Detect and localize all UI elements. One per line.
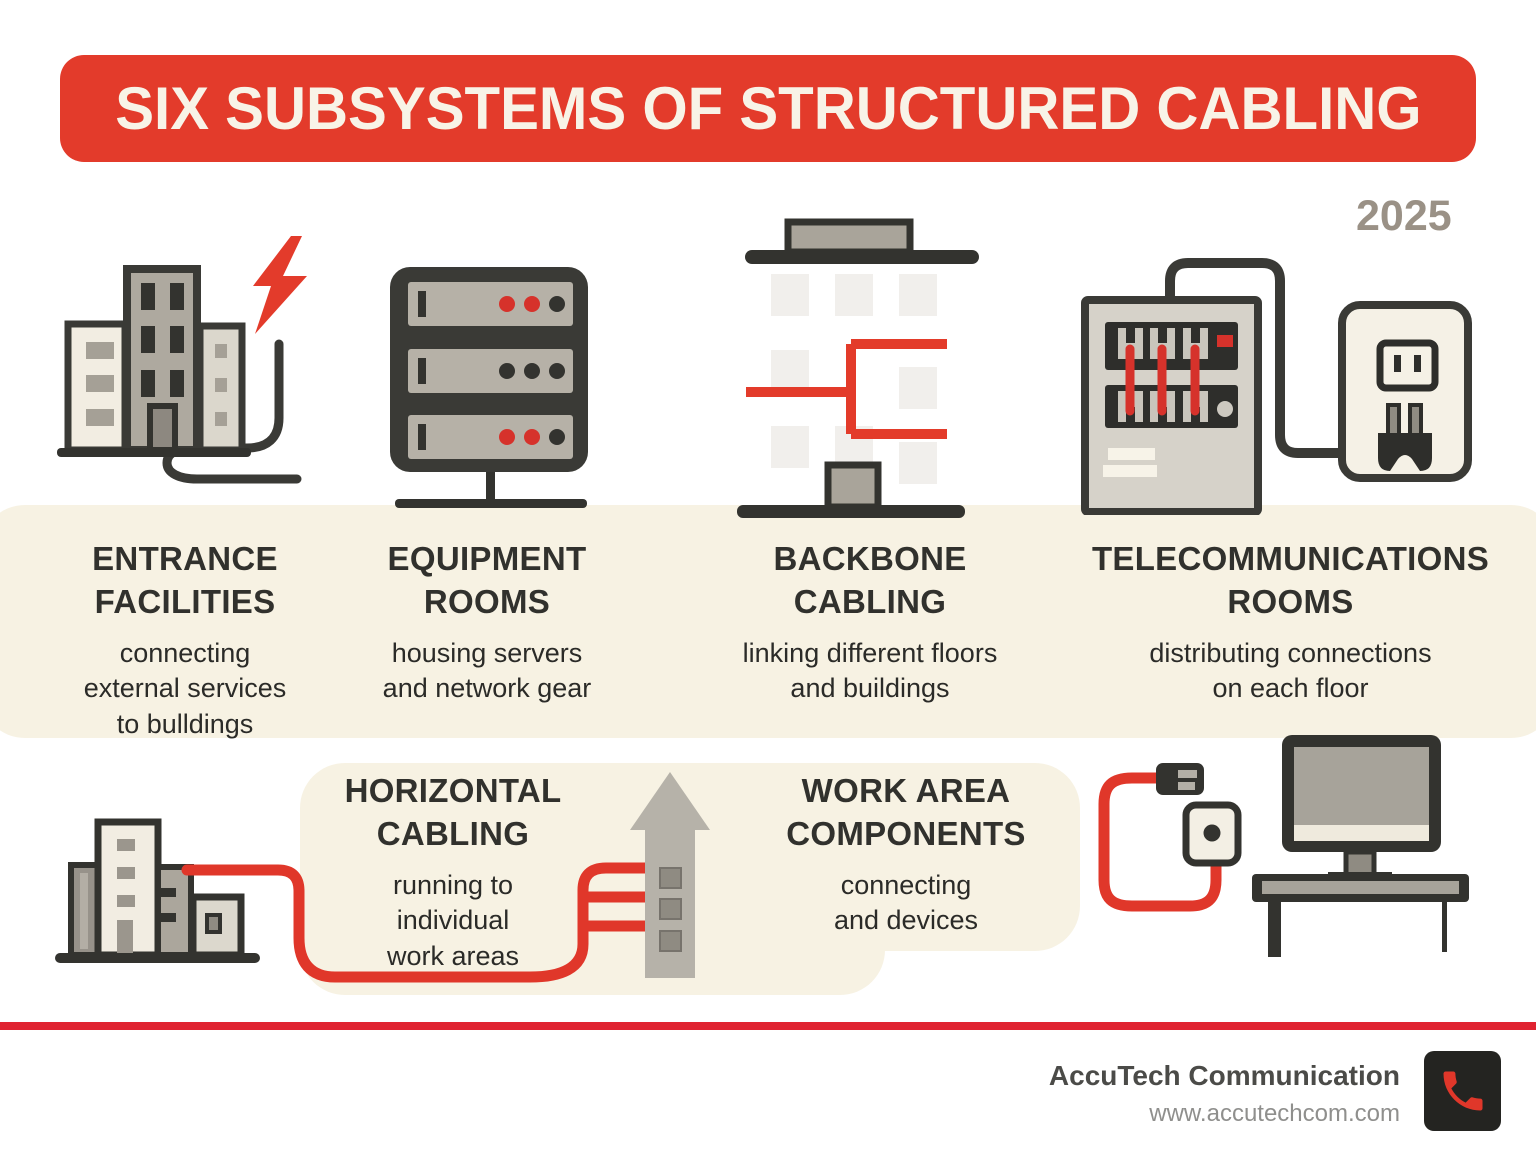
section-description: connecting external services to bullding… (83, 637, 287, 740)
cream-band-middle (0, 505, 1536, 738)
section-description: connecting and devices (833, 869, 979, 936)
section-horizontal-cabling: HORIZONTAL CABLING running to individual… (288, 770, 618, 975)
section-heading: WORK AREA COMPONENTS (786, 772, 1026, 852)
section-description: distributing connections on each floor (1149, 637, 1432, 704)
section-entrance-facilities: ENTRANCE FACILITIES connecting external … (20, 538, 350, 743)
section-description: linking different floors and buildings (742, 637, 998, 704)
horizontal-cabling-red-cable (181, 862, 651, 983)
title-banner: SIX SUBSYSTEMS OF STRUCTURED CABLING (60, 55, 1476, 162)
year-label: 2025 (1356, 192, 1452, 240)
arrow-building-icon (630, 772, 710, 978)
page-title: SIX SUBSYSTEMS OF STRUCTURED CABLING (114, 75, 1422, 142)
section-description: running to individual work areas (386, 869, 520, 972)
section-backbone-cabling: BACKBONE CABLING linking different floor… (690, 538, 1050, 707)
phone-icon (1424, 1051, 1501, 1131)
company-name: AccuTech Communication (1048, 1060, 1400, 1091)
section-telecommunications-rooms: TELECOMMUNICATIONS ROOMS distributing co… (1058, 538, 1523, 707)
building-with-lightning-icon (57, 236, 307, 484)
section-heading: TELECOMMUNICATIONS ROOMS (1091, 540, 1490, 620)
section-heading: BACKBONE CABLING (773, 540, 967, 620)
footer-divider-line (0, 1022, 1536, 1030)
cream-blob-work-area (735, 763, 1080, 951)
section-heading: EQUIPMENT ROOMS (387, 540, 587, 620)
section-heading: HORIZONTAL CABLING (344, 772, 562, 852)
lightning-bolt-icon (253, 236, 307, 334)
server-rack-icon (390, 267, 588, 508)
footer: AccuTech Communication www.accutechcom.c… (900, 1060, 1400, 1128)
section-heading: ENTRANCE FACILITIES (92, 540, 278, 620)
section-work-area-components: WORK AREA COMPONENTS connecting and devi… (738, 770, 1074, 939)
buildings-with-cable-icon (55, 818, 260, 963)
cable-connector-icon (1156, 763, 1204, 795)
website-url: www.accutechcom.com (1149, 1100, 1400, 1127)
outlet-plug-and-workstation-icon (1098, 735, 1469, 957)
section-equipment-rooms: EQUIPMENT ROOMS housing servers and netw… (322, 538, 652, 707)
section-description: housing servers and network gear (382, 637, 592, 704)
patch-panel-and-outlet-icon (1081, 258, 1472, 515)
phone-handset-glyph (1443, 1071, 1482, 1111)
building-backbone-riser-icon (737, 218, 979, 518)
